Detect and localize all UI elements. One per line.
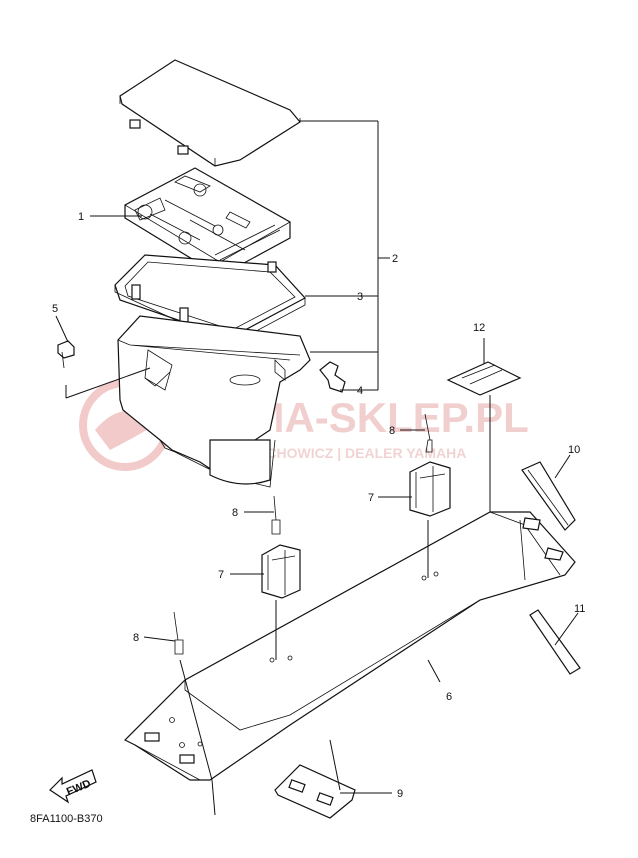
rivet-b bbox=[271, 495, 281, 535]
diagram-code: 8FA1100-B370 bbox=[30, 813, 103, 825]
rivet-a bbox=[424, 413, 433, 453]
band-clip bbox=[319, 361, 346, 393]
callout-1: 1 bbox=[78, 211, 84, 223]
leader-lines bbox=[55, 120, 579, 816]
band bbox=[521, 461, 576, 531]
rivet-c bbox=[173, 611, 184, 655]
damper bbox=[529, 609, 581, 675]
callouts: 1 2 3 4 5 6 7 7 8 8 8 9 10 11 12 bbox=[52, 211, 585, 800]
callout-7b: 7 bbox=[218, 569, 224, 581]
callout-5: 5 bbox=[52, 303, 58, 315]
callout-7a: 7 bbox=[368, 492, 374, 504]
callout-8b: 8 bbox=[232, 507, 238, 519]
tool-box-body bbox=[117, 315, 311, 488]
caution-label bbox=[446, 361, 522, 396]
callout-2: 2 bbox=[392, 253, 398, 265]
holder-a bbox=[261, 544, 301, 599]
callout-8c: 8 bbox=[133, 632, 139, 644]
tool-box-lid bbox=[119, 59, 301, 167]
callout-6: 6 bbox=[446, 691, 452, 703]
callout-3: 3 bbox=[357, 291, 363, 303]
callout-11: 11 bbox=[574, 603, 585, 615]
callout-12: 12 bbox=[473, 322, 485, 334]
bracket-plate bbox=[123, 511, 576, 781]
callout-8a: 8 bbox=[389, 425, 395, 437]
callout-4: 4 bbox=[357, 385, 363, 397]
callout-10: 10 bbox=[568, 444, 580, 456]
holder-b bbox=[409, 461, 451, 517]
screw bbox=[57, 340, 75, 369]
plate bbox=[274, 764, 356, 819]
fwd-arrow-icon: FWD bbox=[49, 769, 97, 804]
callout-9: 9 bbox=[397, 788, 403, 800]
